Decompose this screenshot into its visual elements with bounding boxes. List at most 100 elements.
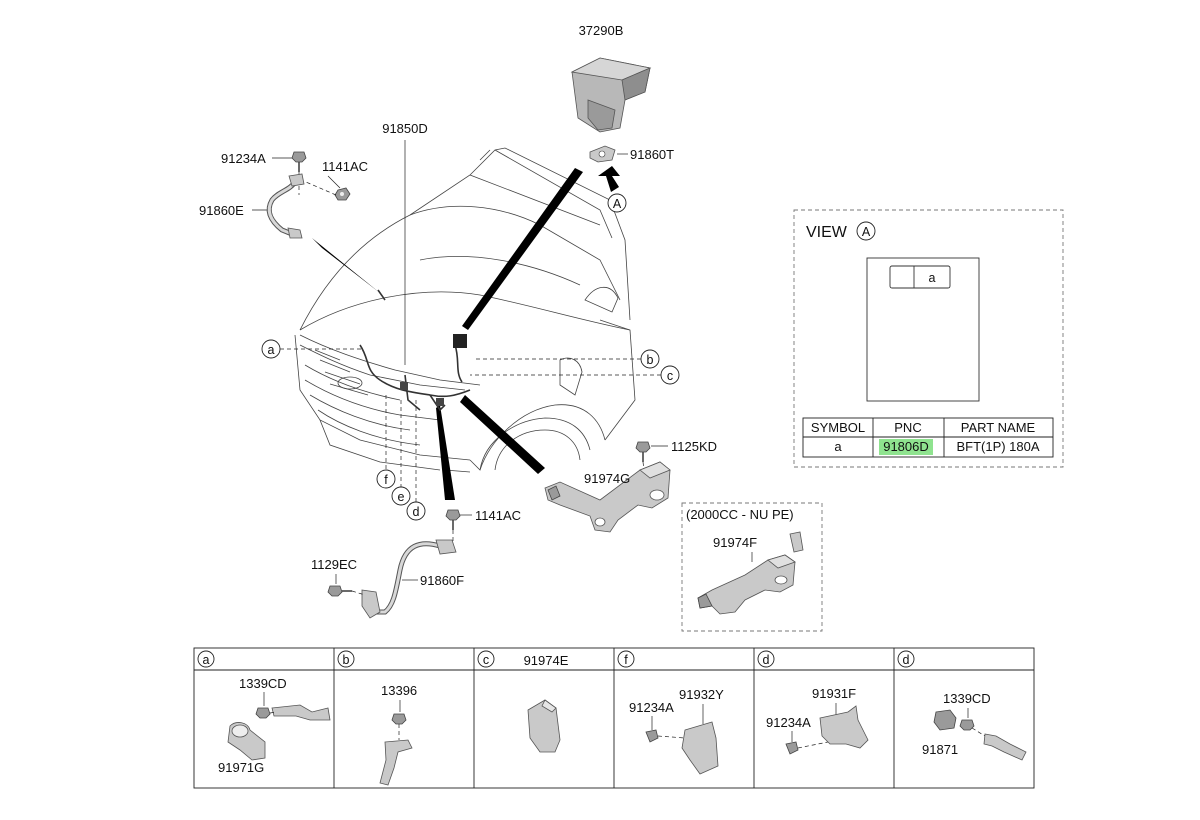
callout-A — [607, 193, 627, 213]
bolt-f — [645, 729, 659, 743]
view-a-table: SYMBOL PNC PART NAME a 91806D BFT(1P) 18… — [802, 417, 1054, 458]
detail-tag-a-circle — [197, 650, 215, 668]
view-a-panel — [793, 209, 1064, 468]
detail-tag-f: f — [624, 653, 628, 667]
cable-end — [377, 289, 386, 301]
boot-opening — [231, 724, 249, 738]
detail-cell-d2: d 1339CD 91871 — [897, 650, 1027, 761]
table-header-pnc: PNC — [894, 420, 921, 435]
cable-91860E — [266, 173, 305, 239]
bolt-1129EC — [327, 585, 352, 597]
bolt-1141AC-bottom — [445, 509, 461, 530]
label-1141AC-top: 1141AC — [322, 159, 368, 174]
terminal-d2 — [983, 733, 1027, 761]
detail-a-part-91971G: 91971G — [218, 760, 264, 775]
label-91974F: 91974F — [713, 535, 757, 550]
callout-e-text: e — [398, 490, 405, 504]
detail-tag-f-circle — [617, 650, 635, 668]
nut-1141AC — [334, 187, 351, 201]
fuse-slot-label: a — [929, 271, 936, 285]
detail-tag-b: b — [343, 653, 350, 667]
label-91850D: 91850D — [382, 121, 428, 136]
leader-d2-dash — [971, 727, 986, 737]
leader-1141AC-top — [327, 175, 341, 189]
callout-a-text: a — [268, 343, 275, 357]
fuse-box-37290B — [570, 57, 652, 133]
detail-cell-a: a 1339CD 91971G — [197, 650, 331, 775]
part-91860T — [589, 145, 616, 163]
bracket-91931F — [819, 705, 869, 749]
detail-cell-b: b 13396 — [337, 650, 417, 786]
detail-d2-part-91871: 91871 — [922, 742, 958, 757]
bolt-91234A — [291, 151, 307, 172]
label-37290B: 37290B — [579, 23, 624, 38]
cap-91871 — [933, 709, 957, 731]
detail-cell-f: f 91234A 91932Y — [617, 650, 724, 775]
callout-e — [391, 486, 411, 506]
callout-f-text: f — [384, 473, 388, 487]
bracket-91974G — [544, 461, 671, 533]
label-91860F: 91860F — [420, 573, 464, 588]
callout-d — [406, 501, 426, 521]
label-1129EC: 1129EC — [311, 557, 357, 572]
leader-nut-dash — [305, 181, 337, 196]
bolt-1125KD — [635, 441, 651, 462]
bracket-91974E-top — [541, 699, 557, 713]
label-91860T: 91860T — [630, 147, 674, 162]
label-91860E: 91860E — [199, 203, 244, 218]
view-a-title-circle-text: A — [862, 225, 871, 239]
callout-f — [376, 469, 396, 489]
callout-A-text: A — [613, 197, 622, 211]
view-a-title: VIEW — [806, 224, 848, 241]
nut-1339CD — [255, 707, 271, 719]
bracket-91932Y — [681, 721, 719, 775]
detail-f-part-91932Y: 91932Y — [679, 687, 724, 702]
terminal-a — [271, 704, 331, 721]
callout-b-text: b — [647, 353, 654, 367]
bolt-d1 — [785, 741, 799, 755]
table-header-symbol: SYMBOL — [811, 420, 865, 435]
detail-strip-grid — [193, 647, 1035, 789]
nut-13396 — [391, 713, 407, 725]
label-91974G: 91974G — [584, 471, 630, 486]
wiring-harness-91850D — [359, 334, 471, 412]
nut-d2 — [959, 719, 975, 731]
detail-tag-d2-circle — [897, 650, 915, 668]
detail-tag-b-circle — [337, 650, 355, 668]
table-header-part-name: PART NAME — [961, 420, 1036, 435]
leader-f-dash — [657, 735, 686, 739]
view-a-title-circle — [856, 221, 876, 241]
detail-b-part-13396: 13396 — [381, 683, 417, 698]
detail-f-part-91234A: 91234A — [629, 700, 674, 715]
detail-a-part-1339CD: 1339CD — [239, 676, 287, 691]
detail-tag-a: a — [203, 653, 210, 667]
callout-d-text: d — [413, 505, 420, 519]
detail-tag-d1-circle — [757, 650, 775, 668]
label-1125KD: 1125KD — [671, 439, 717, 454]
detail-tag-c-circle — [477, 650, 495, 668]
detail-d1-part-91234A: 91234A — [766, 715, 811, 730]
detail-d1-part-91931F: 91931F — [812, 686, 856, 701]
pnc-highlight — [879, 439, 933, 455]
leader-a-dash — [269, 711, 277, 714]
label-1141AC-bottom: 1141AC — [475, 508, 521, 523]
table-cell-pnc[interactable]: 91806D — [883, 439, 929, 454]
cable-91860F — [361, 539, 457, 619]
up-arrow-icon — [598, 166, 620, 192]
variant-box — [681, 502, 823, 632]
detail-cell-c: c 91974E — [477, 650, 569, 753]
detail-tag-c: c — [483, 653, 489, 667]
detail-tag-d2: d — [903, 653, 910, 667]
pointer-wedges — [312, 168, 583, 500]
leader-d1-dash — [797, 741, 829, 749]
table-cell-symbol: a — [834, 439, 842, 454]
detail-cell-d1: d 91931F 91234A — [757, 650, 869, 755]
detail-tag-d1: d — [763, 653, 770, 667]
variant-title: (2000CC - NU PE) — [686, 507, 794, 522]
label-91234A-top: 91234A — [221, 151, 266, 166]
callout-c-text: c — [667, 369, 673, 383]
fuse-slot-outline — [889, 265, 951, 289]
leader-1129EC-dash — [351, 590, 366, 596]
detail-c-header-91974E: 91974E — [524, 653, 569, 668]
